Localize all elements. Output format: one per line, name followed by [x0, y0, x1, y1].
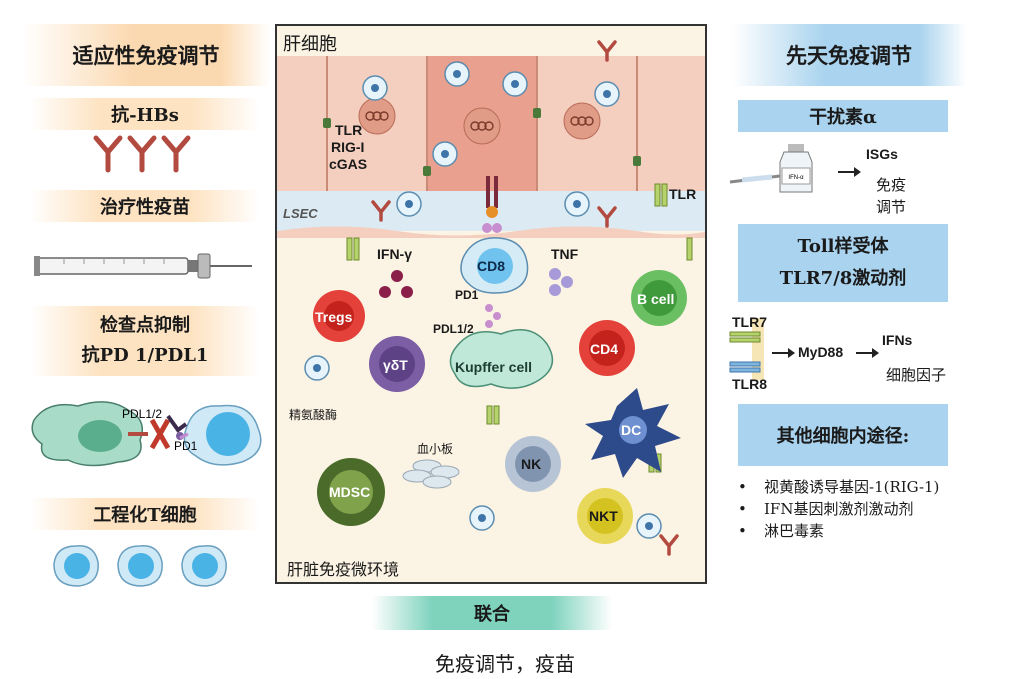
arrow-icon: [856, 348, 879, 358]
combination-label: 联合: [474, 604, 510, 625]
b-cell: B cell: [637, 291, 675, 307]
adaptive-immunity-title: 适应性免疫调节: [72, 43, 220, 68]
syringe-icon: [34, 253, 252, 279]
immune-regulation-line2: 调节: [876, 198, 907, 216]
cd4-cell: CD4: [590, 341, 619, 357]
cgas-label: cGAS: [329, 156, 368, 172]
liver-background-illustration: [277, 40, 705, 556]
rig-label: RIG-I: [331, 139, 365, 155]
mdsc-cell: MDSC: [329, 484, 371, 500]
tnf-label: TNF: [551, 246, 579, 262]
pd1-center-label: PD1: [455, 288, 479, 302]
engineered-t-label: 工程化T细胞: [93, 505, 197, 526]
checkpoint-blockade-illustration: PDL1/2 PD1: [31, 401, 262, 467]
anti-hbs-banner: 抗-HBs: [30, 98, 260, 130]
engineered-t-banner: 工程化T细胞: [30, 498, 260, 530]
kupffer-cell: Kupffer cell: [455, 359, 533, 375]
footer-caption: 免疫调节，疫苗: [435, 652, 575, 676]
checkpoint-line2: 抗PD 1/PDL1: [81, 345, 209, 366]
vial-label: IFN-α: [788, 175, 804, 181]
platelet-label: 血小板: [417, 442, 454, 456]
list-item: IFN基因刺激剂激动剂: [738, 498, 1003, 520]
gamma-delta-t-cell: γδT: [383, 357, 408, 373]
liver-microenvironment-panel: 肝细胞 TLR RIG-I cGAS LSEC TLR IFN-γ CD8 TN…: [275, 24, 707, 584]
ifn-gamma-label: IFN-γ: [377, 246, 412, 262]
other-pathways-banner: 其他细胞内途径:: [738, 404, 948, 466]
immune-regulation-line1: 免疫: [876, 176, 907, 194]
isgs-label: ISGs: [866, 146, 898, 162]
pd1-label: PD1: [174, 439, 198, 453]
list-item: 视黄酸诱导基因-1(RIG-1): [738, 476, 1003, 498]
checkpoint-line1: 检查点抑制: [100, 315, 190, 336]
pdl12-center-label: PDL1/2: [433, 322, 474, 336]
other-pathways-list: 视黄酸诱导基因-1(RIG-1) IFN基因刺激剂激动剂 淋巴毒素: [738, 476, 1003, 542]
cd8-cell: CD8: [477, 258, 506, 274]
list-item: 淋巴毒素: [738, 520, 1003, 542]
microenvironment-caption: 肝脏免疫微环境: [287, 560, 400, 579]
therapeutic-vaccine-label: 治疗性疫苗: [100, 197, 190, 218]
ifns-label: IFNs: [882, 332, 913, 348]
tlr8-label: TLR8: [732, 376, 767, 392]
arrow-icon: [838, 167, 861, 177]
toll-line2: TLR7/8激动剂: [779, 268, 907, 289]
innate-immunity-title: 先天免疫调节: [786, 43, 912, 68]
interferon-alpha-label: 干扰素α: [809, 107, 877, 128]
lsec-label: LSEC: [283, 206, 318, 221]
pdl12-label: PDL1/2: [122, 407, 162, 421]
interferon-alpha-banner: 干扰素α: [738, 100, 948, 132]
nk-cell: NK: [521, 456, 542, 472]
checkpoint-banner: 检查点抑制 抗PD 1/PDL1: [30, 306, 260, 376]
other-pathways-label: 其他细胞内途径:: [776, 426, 910, 447]
tregs-cell: Tregs: [315, 309, 353, 325]
myd88-label: MyD88: [798, 344, 844, 360]
anti-hbs-label: 抗-HBs: [111, 105, 179, 126]
toll-line1: Toll样受体: [797, 236, 889, 257]
therapeutic-vaccine-banner: 治疗性疫苗: [30, 190, 260, 222]
arrow-icon: [772, 348, 795, 358]
tlr-label: TLR: [335, 122, 363, 138]
toll-like-receptor-banner: Toll样受体 TLR7/8激动剂: [738, 224, 948, 302]
hepatocyte-title: 肝细胞: [283, 34, 337, 55]
dc-cell: DC: [621, 422, 642, 438]
arginase-label: 精氨酸酶: [289, 408, 338, 422]
tlr7-label: TLR7: [732, 314, 767, 330]
innate-immunity-header: 先天免疫调节: [732, 24, 966, 86]
antibodies-icon: [93, 135, 191, 173]
adaptive-immunity-header: 适应性免疫调节: [22, 24, 270, 86]
ifn-vial-and-syringe-icon: IFN-α: [729, 144, 813, 193]
engineered-t-cells-illustration: [53, 545, 227, 587]
nkt-cell: NKT: [589, 508, 618, 524]
combination-banner: 联合: [372, 596, 612, 630]
tlr-receptor-label: TLR: [669, 186, 697, 202]
cytokines-label: 细胞因子: [886, 366, 947, 384]
tlr-receptors-icon: [729, 318, 764, 380]
